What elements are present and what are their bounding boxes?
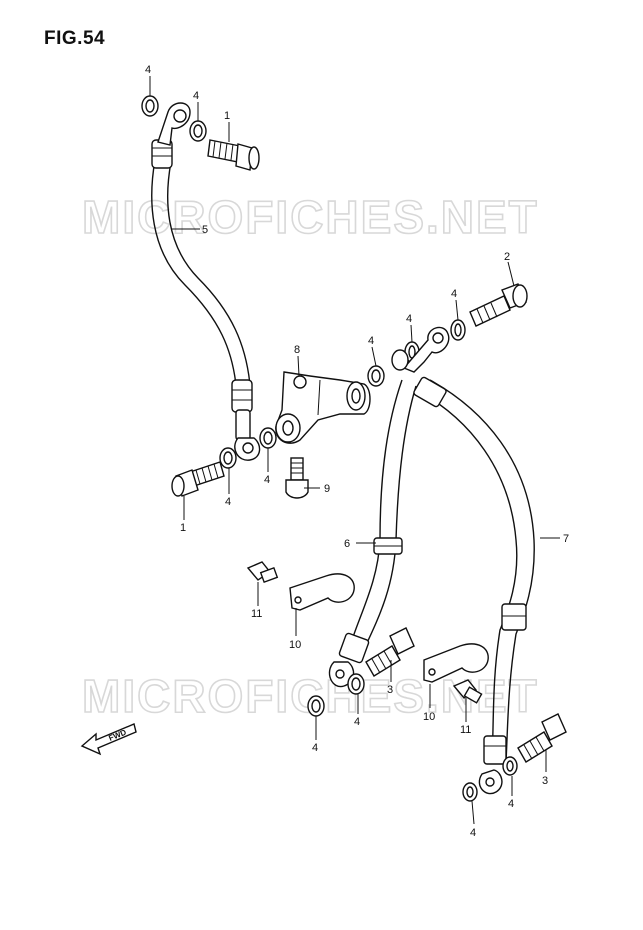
washer-joint-right <box>367 365 385 387</box>
washer-joint-left <box>259 427 277 449</box>
callout-label: 7 <box>563 533 569 545</box>
callout-label: 1 <box>224 110 230 122</box>
fwd-arrow-icon: FWD <box>80 723 137 756</box>
callout-label: 1 <box>180 522 186 534</box>
washer-lower-3 <box>462 782 478 802</box>
union-bolt-left <box>171 461 225 497</box>
callout-label: 2 <box>504 251 510 263</box>
washer-top-2 <box>189 120 207 142</box>
washer-lower-2 <box>347 673 365 695</box>
callout-label: 10 <box>423 711 435 723</box>
mounting-bolt <box>285 457 309 499</box>
fwd-label: FWD <box>107 728 127 743</box>
union-bolt-lower-right <box>517 713 567 763</box>
three-way-joint <box>275 371 371 444</box>
leader-lines <box>149 76 560 825</box>
callout-label: 3 <box>542 775 548 787</box>
callout-label: 4 <box>508 798 514 810</box>
washer-right-top-1 <box>450 319 466 341</box>
callout-label: 4 <box>312 742 318 754</box>
union-bolt-lower-left <box>365 627 415 677</box>
callout-label: 5 <box>202 224 208 236</box>
callout-label: 9 <box>324 483 330 495</box>
washer-top-1 <box>141 95 159 117</box>
hose-clamp-right <box>423 643 489 683</box>
callout-label: 4 <box>354 716 360 728</box>
washer-lower-1 <box>307 695 325 717</box>
clamp-bolt-left <box>246 561 279 583</box>
brake-hose-upper <box>151 102 261 461</box>
callout-label: 8 <box>294 344 300 356</box>
union-bolt-right-top <box>469 283 528 327</box>
callout-label: 4 <box>264 474 270 486</box>
washer-left-bolt <box>219 447 237 469</box>
callout-label: 11 <box>251 608 262 620</box>
callout-label: 10 <box>289 639 301 651</box>
figure-title: FIG.54 <box>44 28 106 49</box>
banjo-fitting-right-top <box>391 326 450 373</box>
watermark-top: MICROFICHES.NET <box>82 191 539 243</box>
hose-clamp-left <box>289 573 355 611</box>
callout-label: 11 <box>460 724 471 736</box>
callout-label: 4 <box>145 64 151 76</box>
callout-label: 4 <box>368 335 374 347</box>
washer-lower-4 <box>502 756 518 776</box>
brake-hose-7 <box>413 376 535 795</box>
brake-hose-6 <box>328 379 417 688</box>
callout-label: 3 <box>387 684 393 696</box>
callout-label: 6 <box>344 538 350 550</box>
callout-label: 4 <box>451 288 457 300</box>
clamp-bolt-right <box>452 679 483 704</box>
callout-label: 4 <box>470 827 476 839</box>
callout-label: 4 <box>406 313 412 325</box>
callout-label: 4 <box>193 90 199 102</box>
union-bolt-top <box>207 139 260 171</box>
callout-label: 4 <box>225 496 231 508</box>
